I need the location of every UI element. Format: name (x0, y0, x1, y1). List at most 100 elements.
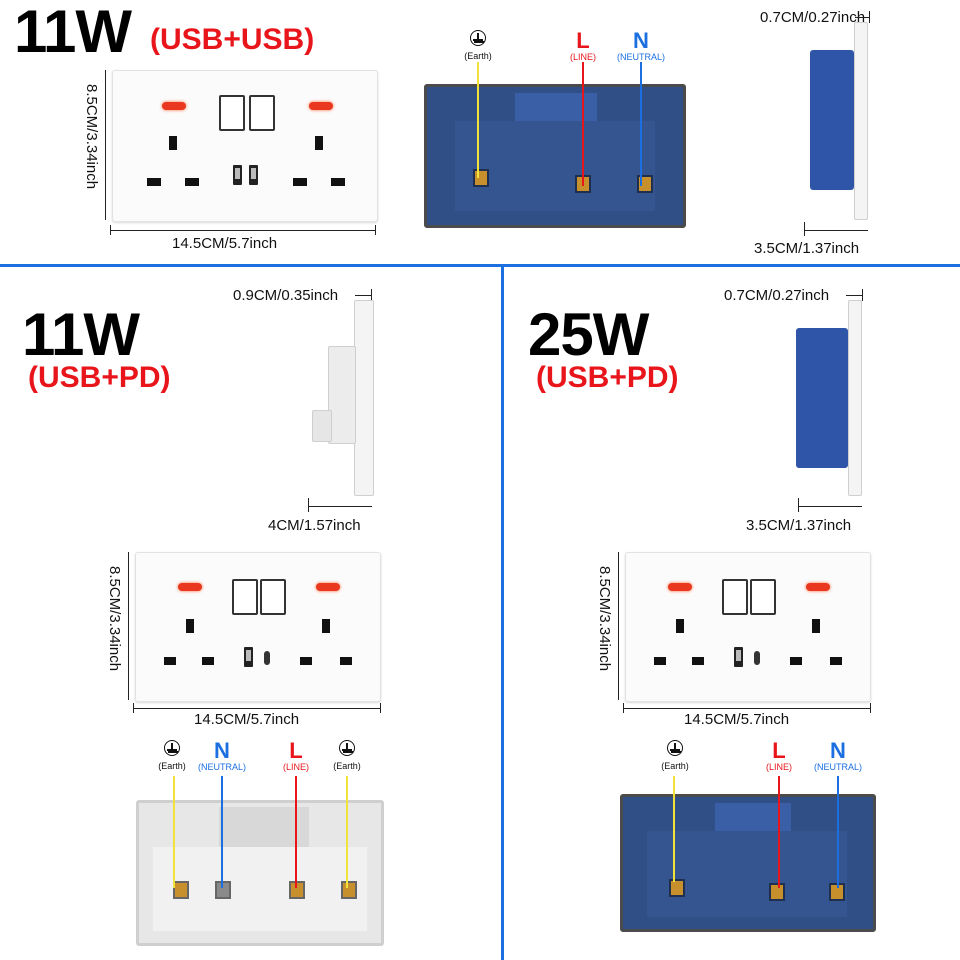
line-sub-label: (LINE) (765, 762, 792, 772)
line-sub-label: (LINE) (569, 52, 596, 62)
neon-indicator-right (806, 583, 830, 591)
horizontal-divider (0, 264, 960, 267)
usb-c-port (264, 651, 270, 665)
neon-indicator-right (316, 583, 340, 591)
pin-slot (147, 178, 161, 186)
switch-right (249, 95, 275, 131)
earth-symbol-icon (470, 30, 486, 46)
dimension-line (798, 506, 862, 507)
bl-side-connector (312, 410, 332, 442)
earth-sub-label: (Earth) (333, 761, 361, 771)
pin-slot (340, 657, 352, 665)
earth-label-group: (Earth) (137, 740, 207, 771)
height-dimension-line (618, 552, 619, 700)
dimension-line (804, 230, 868, 231)
dimension-tick (110, 225, 111, 235)
switch-left (722, 579, 748, 615)
bl-type-subtitle: (USB+PD) (28, 361, 171, 394)
neutral-letter: N (830, 738, 846, 763)
top-depth-bottom-label: 3.5CM/1.37inch (754, 240, 860, 257)
br-side-body (796, 328, 848, 468)
neutral-sub-label: (NEUTRAL) (616, 52, 665, 62)
neutral-letter: N (214, 738, 230, 763)
earth-label-group: (Earth) (640, 740, 710, 771)
line-wire (778, 776, 780, 888)
line-letter: L (289, 738, 303, 763)
earth-slot-right (315, 136, 323, 150)
line-label-group: L (LINE) (548, 28, 618, 63)
neutral-letter: N (633, 28, 649, 53)
earth-sub-label: (Earth) (158, 761, 186, 771)
br-power-title: 25W (528, 301, 649, 368)
br-type-subtitle: (USB+PD) (536, 361, 679, 394)
top-type-subtitle: (USB+USB) (150, 23, 315, 56)
pin-slot (164, 657, 176, 665)
bl-side-plate (354, 300, 374, 496)
pin-slot (185, 178, 199, 186)
dimension-line (846, 295, 862, 296)
earth-label-group: (Earth) (443, 30, 513, 61)
bl-power-title: 11W (22, 301, 140, 368)
top-side-body (810, 50, 854, 190)
switch-right (260, 579, 286, 615)
usb-c-port (754, 651, 760, 665)
height-dimension-line (105, 70, 106, 220)
neon-indicator-left (162, 102, 186, 110)
top-height-label: 8.5CM/3.34inch (83, 84, 100, 190)
dimension-tick (862, 289, 863, 301)
top-front-plate (112, 70, 378, 222)
line-letter: L (576, 28, 590, 53)
width-dimension-line (623, 708, 871, 709)
line-letter: L (772, 738, 786, 763)
usb-a-port (233, 165, 242, 185)
height-dimension-line (128, 552, 129, 700)
neon-indicator-left (668, 583, 692, 591)
dimension-tick (308, 498, 309, 512)
br-depth-bottom-label: 3.5CM/1.37inch (746, 517, 852, 534)
width-dimension-line (110, 230, 376, 231)
neutral-sub-label: (NEUTRAL) (197, 762, 246, 772)
neutral-label-group: N (NEUTRAL) (187, 738, 257, 773)
earth-wire (673, 776, 675, 882)
earth-wire (173, 776, 175, 888)
bl-width-label: 14.5CM/5.7inch (194, 711, 300, 728)
dimension-tick (798, 498, 799, 512)
top-depth-top-label: 0.7CM/0.27inch (760, 9, 866, 26)
earth-label-group: (Earth) (312, 740, 382, 771)
pin-slot (790, 657, 802, 665)
earth-symbol-icon (339, 740, 355, 756)
usb-a-port (249, 165, 258, 185)
switch-left (232, 579, 258, 615)
neon-indicator-left (178, 583, 202, 591)
line-terminal (289, 881, 305, 899)
neutral-wire (221, 776, 223, 888)
bl-back-plate (136, 800, 384, 946)
earth-slot-left (676, 619, 684, 633)
dimension-tick (623, 703, 624, 713)
dimension-tick (380, 703, 381, 713)
earth-sub-label: (Earth) (661, 761, 689, 771)
neutral-wire (837, 776, 839, 888)
bl-depth-bottom-label: 4CM/1.57inch (268, 517, 361, 534)
earth-symbol-icon (667, 740, 683, 756)
br-depth-top-label: 0.7CM/0.27inch (724, 287, 830, 304)
bl-depth-top-label: 0.9CM/0.35inch (233, 287, 339, 304)
pin-slot (202, 657, 214, 665)
top-width-label: 14.5CM/5.7inch (172, 235, 278, 252)
br-height-label: 8.5CM/3.34inch (596, 566, 613, 672)
earth-wire (477, 62, 479, 178)
earth-terminal (341, 881, 357, 899)
top-back-plate (424, 84, 686, 228)
neutral-terminal (215, 881, 231, 899)
line-label-group: L (LINE) (261, 738, 331, 773)
earth-symbol-icon (164, 740, 180, 756)
pin-slot (331, 178, 345, 186)
dimension-tick (133, 703, 134, 713)
dimension-line (355, 295, 371, 296)
switch-left (219, 95, 245, 131)
line-terminal (769, 883, 785, 901)
bl-front-plate (135, 552, 381, 702)
br-width-label: 14.5CM/5.7inch (684, 711, 790, 728)
dimension-tick (804, 222, 805, 236)
br-front-plate (625, 552, 871, 702)
